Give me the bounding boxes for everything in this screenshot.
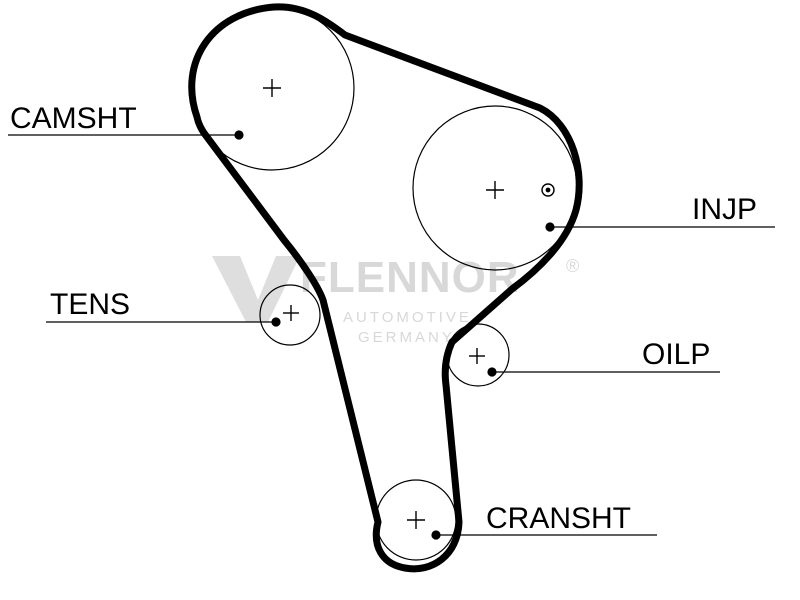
watermark-registered: ®	[566, 256, 579, 276]
injection-pump-center-mark	[486, 181, 504, 199]
oil-pump-leader	[487, 367, 720, 377]
watermark-line2: GERMANY	[358, 329, 455, 346]
tensioner-pulley	[259, 284, 321, 346]
camshaft-center-mark	[263, 79, 281, 97]
injection-pump-leader	[545, 222, 775, 232]
oil-pump-center-mark	[469, 348, 485, 364]
tensioner-center-mark	[283, 305, 299, 321]
watermark-line1: AUTOMOTIVE	[343, 309, 472, 326]
crankshaft-center-mark	[407, 511, 425, 529]
tensioner-label: TENS	[50, 288, 130, 321]
watermark-logo-mark	[212, 256, 300, 322]
crankshaft-leader	[431, 530, 657, 540]
watermark: FLENNOR ® AUTOMOTIVE GERMANY	[212, 253, 579, 346]
injection-pump-label: INJP	[692, 193, 757, 226]
camshaft-leader	[8, 130, 244, 140]
tensioner-leader	[46, 317, 281, 327]
camshaft-label: CAMSHT	[10, 102, 137, 135]
oil-pump-pulley	[446, 323, 510, 387]
timing-belt	[188, 3, 583, 573]
crankshaft-label: CRANSHT	[486, 502, 631, 535]
oil-pump-label: OILP	[642, 338, 710, 371]
injection-pump-timing-mark	[541, 183, 555, 197]
watermark-brand: FLENNOR	[300, 253, 520, 302]
